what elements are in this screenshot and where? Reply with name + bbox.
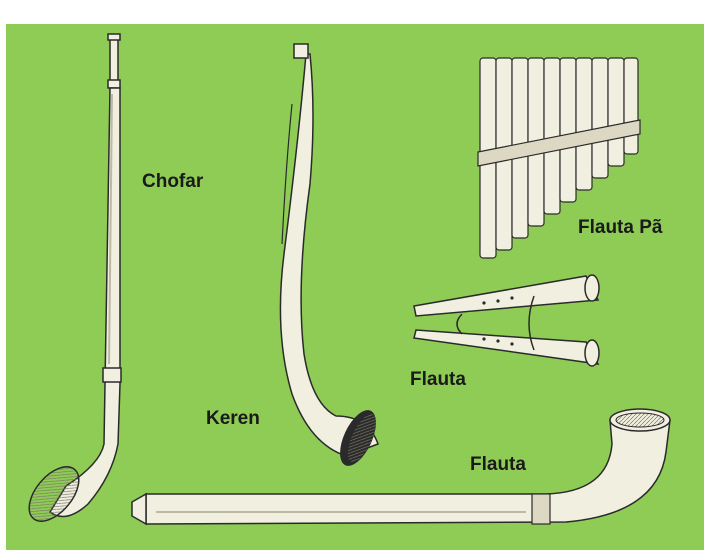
- chofar-instrument: [20, 34, 121, 530]
- illustration-panel: Chofar Keren Flauta Pã Flauta Flauta: [6, 24, 704, 550]
- label-flauta-pa: Flauta Pã: [578, 217, 662, 239]
- double-flute-instrument: [414, 275, 599, 366]
- label-chofar: Chofar: [142, 171, 203, 193]
- keren-instrument: [280, 44, 383, 471]
- label-flauta-long: Flauta: [470, 454, 526, 476]
- instruments-drawing: [6, 24, 704, 550]
- label-keren: Keren: [206, 408, 260, 430]
- label-flauta-double: Flauta: [410, 369, 466, 391]
